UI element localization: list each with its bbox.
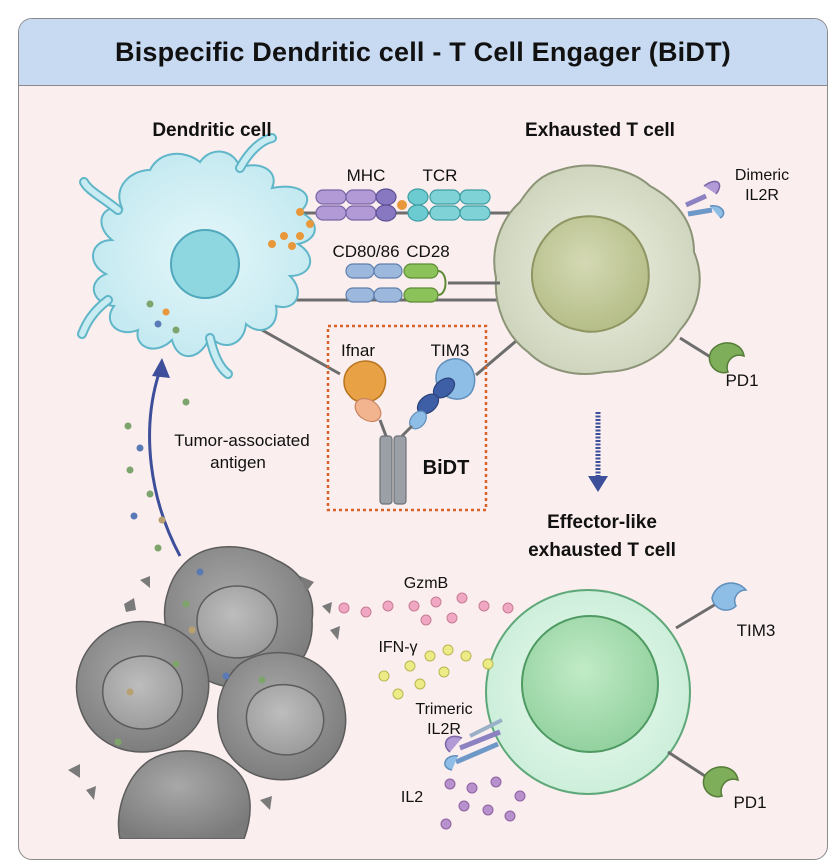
effector-label-2: exhausted T cell bbox=[528, 540, 676, 561]
gzmb-label: GzmB bbox=[404, 575, 448, 592]
pd1-receptor-top bbox=[679, 336, 745, 374]
pd1-label-top: PD1 bbox=[725, 371, 758, 390]
cd80-cd28-complex bbox=[345, 263, 500, 303]
dendritic-cell bbox=[77, 133, 316, 379]
exhausted-nucleus bbox=[530, 215, 650, 333]
tim3-label-top: TIM3 bbox=[431, 341, 470, 360]
mhc-label: MHC bbox=[347, 166, 386, 185]
effector-nucleus bbox=[521, 615, 659, 753]
dimeric-il2r-label-1: Dimeric bbox=[735, 167, 789, 184]
trimeric-il2r-label-2: IL2R bbox=[427, 721, 461, 738]
cd28-label: CD28 bbox=[406, 242, 449, 261]
exhausted-t-cell-label: Exhausted T cell bbox=[525, 120, 675, 141]
pd1-receptor-bottom bbox=[667, 750, 739, 798]
tim3-label-bottom: TIM3 bbox=[737, 621, 776, 640]
effector-label-1: Effector-like bbox=[547, 512, 657, 533]
tim3-receptor-bottom bbox=[675, 582, 748, 630]
dimeric-il2r-label-2: IL2R bbox=[745, 187, 779, 204]
ifnar-receptor bbox=[343, 360, 387, 403]
tumor-antigen-label-2: antigen bbox=[210, 453, 266, 472]
trimeric-il2r bbox=[444, 718, 503, 771]
antigen-uptake-arrow bbox=[148, 369, 182, 557]
ifn-gamma-label: IFN-γ bbox=[378, 639, 417, 656]
pd1-label-bottom: PD1 bbox=[733, 793, 766, 812]
page-title: Bispecific Dendritic cell - T Cell Engag… bbox=[115, 36, 731, 67]
ifn-gamma-dots bbox=[378, 644, 494, 700]
cd80-86-label: CD80/86 bbox=[332, 242, 399, 261]
mhc-tcr-complex bbox=[315, 188, 491, 222]
title-bar: Bispecific Dendritic cell - T Cell Engag… bbox=[19, 19, 827, 86]
dimeric-il2r bbox=[684, 180, 725, 219]
bidt-molecule bbox=[343, 358, 476, 505]
tcr-label: TCR bbox=[423, 166, 458, 185]
dendritic-nucleus bbox=[170, 229, 240, 299]
diagram-canvas: MHC TCR CD80/86 CD28 Dimeric IL2R bbox=[68, 120, 789, 839]
bidt-box bbox=[326, 324, 488, 512]
gzmb-dots bbox=[338, 592, 514, 626]
trimeric-il2r-label-1: Trimeric bbox=[415, 701, 472, 718]
effector-t-cell bbox=[485, 589, 691, 795]
exhausted-t-cell bbox=[493, 164, 701, 375]
il2-label: IL2 bbox=[401, 789, 423, 806]
figure: Bispecific Dendritic cell - T Cell Engag… bbox=[18, 18, 828, 860]
transition-arrow bbox=[588, 412, 608, 492]
il2-dots bbox=[440, 776, 526, 830]
dendritic-cell-label: Dendritic cell bbox=[152, 120, 271, 141]
antigen-dots bbox=[124, 398, 190, 552]
bidt-label: BiDT bbox=[423, 457, 470, 479]
tumor-antigen-label-1: Tumor-associated bbox=[174, 431, 309, 450]
tumor-cells bbox=[68, 546, 347, 839]
ifnar-label: Ifnar bbox=[341, 341, 375, 360]
